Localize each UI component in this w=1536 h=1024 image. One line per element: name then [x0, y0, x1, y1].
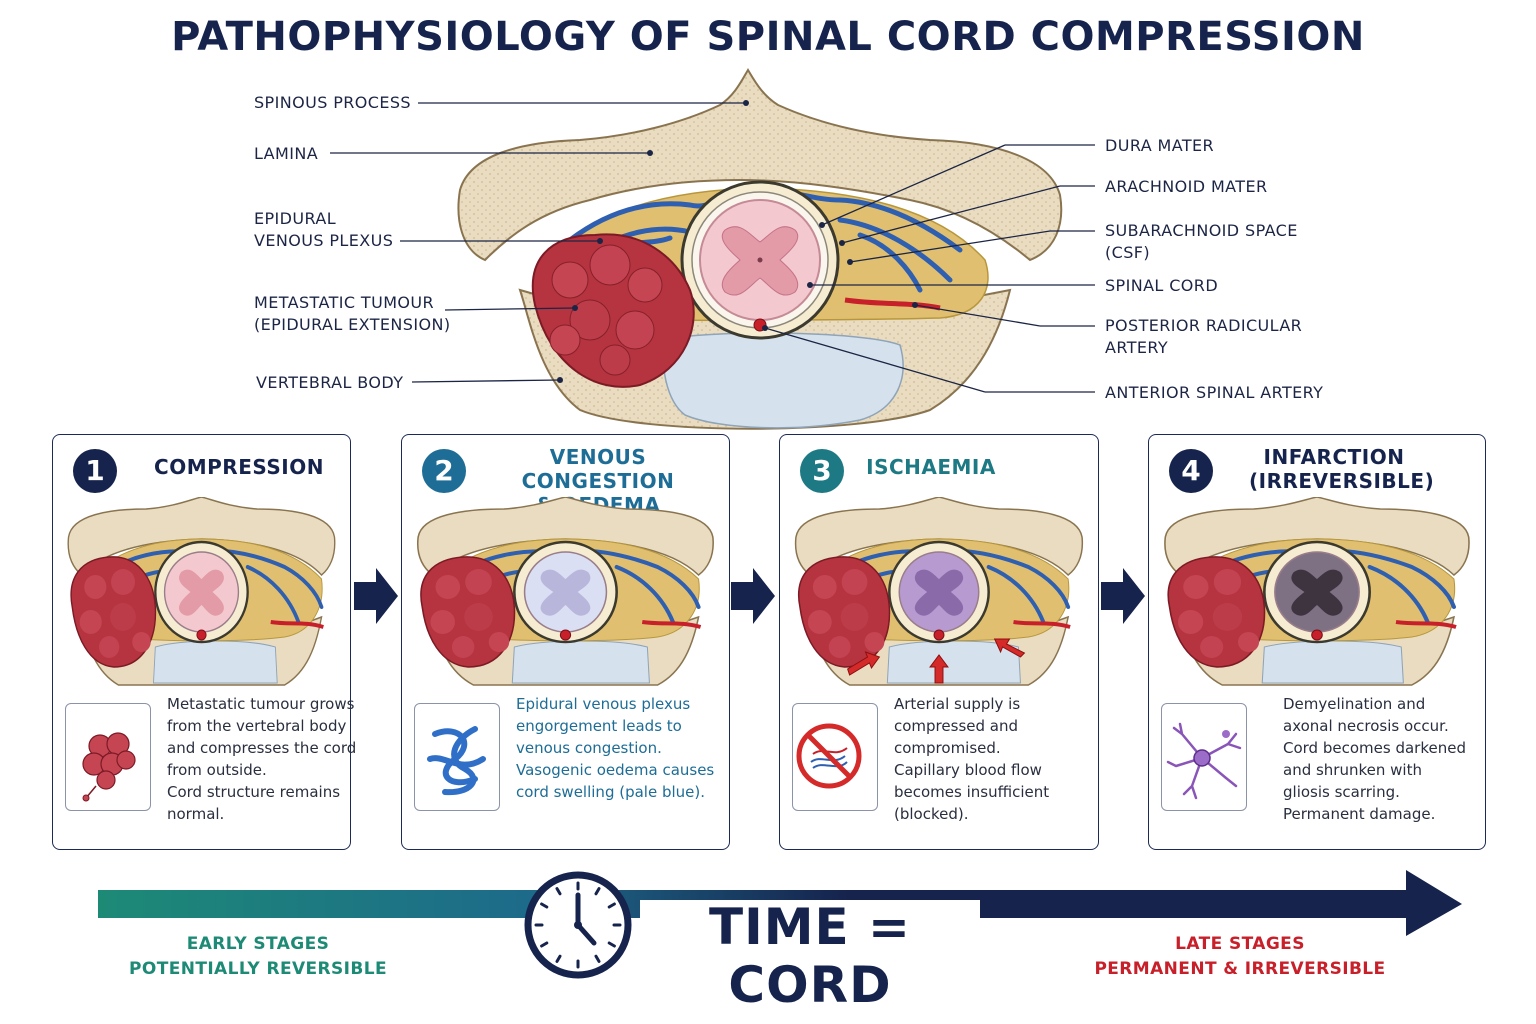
label-line: POSTERIOR RADICULAR	[1105, 316, 1303, 335]
veins-icon	[414, 703, 500, 811]
label-dura-mater: DURA MATER	[1105, 136, 1215, 155]
label-posterior-radicular-artery: POSTERIOR RADICULAR ARTERY	[1105, 315, 1302, 359]
intervertebral-disc	[662, 332, 904, 429]
late-stages-line: PERMANENT & IRREVERSIBLE	[1094, 959, 1386, 979]
label-line: SUBARACHNOID SPACE	[1105, 221, 1298, 240]
early-stages-line: POTENTIALLY REVERSIBLE	[128, 959, 387, 979]
stage-description: Metastatic tumour grows from the vertebra…	[167, 693, 356, 825]
label-anterior-spinal-artery: ANTERIOR SPINAL ARTERY	[1105, 383, 1324, 402]
stage-panel-4: 4 INFARCTION(IRREVERSIBLE) Demyelination …	[1148, 434, 1486, 850]
label-line: ARTERY	[1105, 338, 1169, 357]
label-line: (EPIDURAL EXTENSION)	[254, 315, 451, 334]
early-stages-label: EARLY STAGES POTENTIALLY REVERSIBLE	[120, 932, 396, 982]
stage-number-badge: 1	[73, 449, 117, 493]
label-vertebral-body: VERTEBRAL BODY	[256, 373, 404, 392]
late-stages-line: LATE STAGES	[1175, 934, 1305, 954]
stage-description-line: engorgement leads to	[516, 717, 682, 735]
stage-description: Epidural venous plexus engorgement leads …	[516, 693, 714, 803]
stage-arrow-icon	[354, 568, 398, 624]
stage-description: Demyelination and axonal necrosis occur. C…	[1283, 693, 1466, 825]
clock-icon	[524, 871, 632, 979]
neuron-icon	[1161, 703, 1247, 811]
label-line: VENOUS PLEXUS	[254, 231, 394, 250]
stage-number-badge: 4	[1169, 449, 1213, 493]
stage-number-badge: 2	[422, 449, 466, 493]
blocked-capillary-icon	[792, 703, 878, 811]
stage-title-line: ISCHAEMIA	[866, 455, 996, 479]
stage-cross-section-thumbnail	[416, 497, 714, 686]
stage-description-line: venous congestion.	[516, 739, 662, 757]
stage-description-line: Demyelination and	[1283, 695, 1426, 713]
stage-title: ISCHAEMIA	[866, 455, 996, 479]
stage-arrow-icon	[1101, 568, 1145, 624]
stage-description-line: cord swelling (pale blue).	[516, 783, 706, 801]
stage-description-line: compressed and	[894, 717, 1018, 735]
label-arachnoid-mater: ARACHNOID MATER	[1105, 177, 1268, 196]
stage-description-line: Permanent damage.	[1283, 805, 1436, 823]
timeline-center-box	[640, 900, 980, 970]
label-subarachnoid-space: SUBARACHNOID SPACE (CSF)	[1105, 220, 1298, 264]
stage-cross-section-thumbnail	[67, 497, 336, 686]
label-epidural-venous-plexus: EPIDURAL VENOUS PLEXUS	[254, 208, 393, 252]
stage-title-line: (IRREVERSIBLE)	[1249, 469, 1435, 493]
stage-description-line: and compresses the cord	[167, 739, 357, 757]
label-metastatic-tumour: METASTATIC TUMOUR (EPIDURAL EXTENSION)	[254, 292, 450, 336]
early-stages-line: EARLY STAGES	[186, 934, 330, 954]
stage-title: INFARCTION(IRREVERSIBLE)	[1249, 445, 1435, 493]
stage-description-line: Cord becomes darkened	[1283, 739, 1466, 757]
vertebral-arch	[457, 68, 1063, 262]
time-equals-cord-text: TIME = CORD	[709, 898, 911, 1014]
stage-description-line: Vasogenic oedema causes	[516, 761, 715, 779]
label-line: METASTATIC TUMOUR	[254, 293, 435, 312]
late-stages-label: LATE STAGES PERMANENT & IRREVERSIBLE	[1090, 932, 1390, 982]
stage-description-line: Arterial supply is	[894, 695, 1021, 713]
stage-description: Arterial supply is compressed and compromi…	[894, 693, 1049, 825]
stage-title: COMPRESSION	[139, 455, 339, 479]
stage-description-line: and shrunken with	[1283, 761, 1422, 779]
stage-description-line: axonal necrosis occur.	[1283, 717, 1449, 735]
metastatic-tumour	[531, 233, 695, 388]
label-spinal-cord: SPINAL CORD	[1105, 276, 1219, 295]
page-title: PATHOPHYSIOLOGY OF SPINAL CORD COMPRESSI…	[171, 14, 1365, 60]
label-line: EPIDURAL	[254, 209, 337, 228]
stage-cross-section-thumbnail	[1164, 497, 1470, 686]
stage-cross-section-thumbnail	[794, 497, 1084, 686]
stage-description-line: gliosis scarring.	[1283, 783, 1400, 801]
label-line: (CSF)	[1105, 243, 1151, 262]
stage-description-line: Metastatic tumour grows	[167, 695, 355, 713]
stage-description-line: compromised.	[894, 739, 1001, 757]
stage-number-badge: 3	[800, 449, 844, 493]
label-lamina: LAMINA	[254, 144, 319, 163]
stage-title-line: INFARCTION	[1263, 445, 1405, 469]
stage-description-line: Capillary blood flow	[894, 761, 1042, 779]
stage-description-line: Epidural venous plexus	[516, 695, 691, 713]
stage-description-line: from outside.	[167, 761, 267, 779]
anterior-spinal-artery	[753, 318, 767, 332]
tumour-cluster-icon	[65, 703, 151, 811]
stage-description-line: normal.	[167, 805, 225, 823]
stage-description-line: from the vertebral body	[167, 717, 347, 735]
stage-title-line: COMPRESSION	[154, 455, 324, 479]
label-spinous-process: SPINOUS PROCESS	[254, 93, 411, 112]
stage-panel-1: 1 COMPRESSION Metastatic tumour grows from…	[52, 434, 356, 850]
main-cross-section-illustration	[457, 68, 1063, 430]
stage-description-line: becomes insufficient	[894, 783, 1050, 801]
stage-description-line: (blocked).	[894, 805, 969, 823]
stage-arrow-icon	[731, 568, 775, 624]
stage-title-line: VENOUS CONGESTION	[521, 445, 675, 493]
stage-description-line: Cord structure remains	[167, 783, 341, 801]
